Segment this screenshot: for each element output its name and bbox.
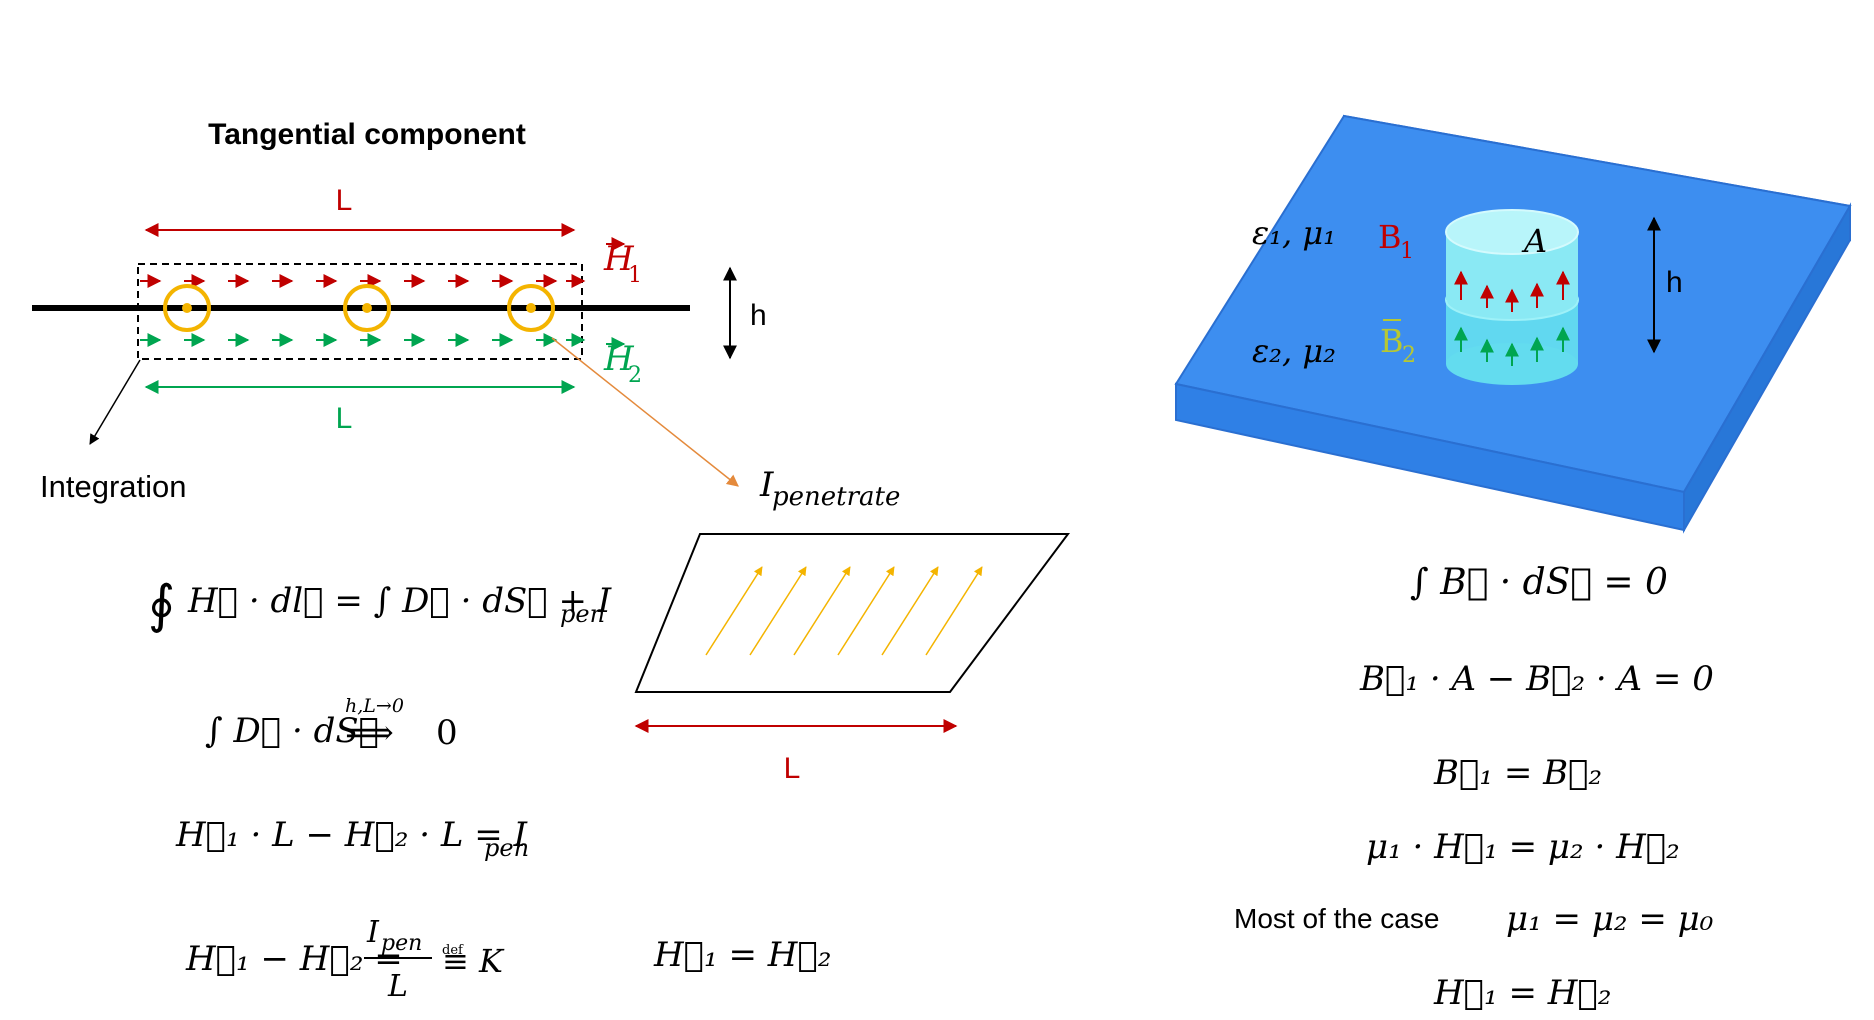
svg-text:L: L — [387, 969, 408, 1004]
svg-text:⟹: ⟹ — [345, 713, 394, 753]
svg-text:2: 2 — [1402, 343, 1416, 368]
i-penetrate-label: I penetrate — [759, 465, 900, 512]
current-dot-icon — [343, 284, 391, 332]
tangential-panel: Tangential component L — [32, 118, 1070, 1004]
h2-label: H 2 — [603, 337, 642, 388]
length-bottom-label: L — [336, 402, 353, 435]
displacement-limit-equation: ∫ D⃗ · dS⃗ h,L→0 ⟹ 0 — [205, 695, 458, 753]
most-case-label: Most of the case — [1234, 903, 1439, 934]
surface-current-equation: H⃗₁ − H⃗₂ = I pen L def ≡ K — [185, 915, 505, 1004]
b2-label: B 2 — [1380, 319, 1416, 368]
b1-label: B 1 — [1378, 218, 1414, 264]
current-dot-icon — [507, 284, 555, 332]
svg-text:I: I — [759, 465, 774, 505]
height-label: h — [750, 299, 767, 332]
svg-text:B: B — [1378, 218, 1402, 256]
svg-text:∮: ∮ — [148, 575, 175, 635]
sheet-length-label: L — [784, 752, 801, 785]
b1-field-arrows — [1454, 270, 1570, 312]
b2-field-arrows — [1454, 326, 1570, 366]
penetrate-current-arrows — [705, 566, 983, 656]
integration-pointer — [89, 359, 141, 445]
svg-text:H⃗ · dl⃗ = ∫ D⃗ · dS⃗ + I: H⃗ · dl⃗ = ∫ D⃗ · dS⃗ + I — [187, 581, 612, 621]
medium2-label: ε₂, μ₂ — [1252, 332, 1336, 370]
h1-label: H 1 — [603, 237, 642, 288]
loop-sum-equation: H⃗₁ · L − H⃗₂ · L = I pen — [175, 815, 529, 862]
surface-current-symbols — [163, 284, 555, 332]
panel-title: Tangential component — [208, 118, 526, 151]
current-sheet — [634, 533, 1070, 693]
slab-side-face — [1683, 202, 1851, 534]
medium1-label: ε₁, μ₁ — [1252, 214, 1336, 252]
gauss-magnetism-equation: ∫ B⃗ · dS⃗ = 0 — [1410, 562, 1668, 603]
integration-label: Integration — [40, 469, 187, 504]
penetrate-pointer — [551, 337, 739, 487]
normal-panel: ε₁, μ₁ ε₂, μ₂ B 1 B 2 A h ∫ B⃗ · dS⃗ = 0… — [1174, 114, 1852, 1013]
svg-text:pen: pen — [381, 931, 422, 956]
area-label: A — [1521, 222, 1547, 260]
ampere-law-equation: ∮ H⃗ · dl⃗ = ∫ D⃗ · dS⃗ + I pen — [148, 575, 612, 635]
integration-loop — [137, 263, 583, 360]
svg-text:0: 0 — [436, 713, 458, 753]
permeability-equation: μ₁ = μ₂ = μ₀ — [1506, 899, 1714, 939]
svg-text:1: 1 — [1400, 239, 1414, 264]
svg-text:def: def — [442, 943, 464, 958]
svg-text:h,L→0: h,L→0 — [345, 695, 404, 717]
svg-text:H⃗₁ · L − H⃗₂ · L = I: H⃗₁ · L − H⃗₂ · L = I — [175, 815, 528, 855]
pillbox-height-label: h — [1666, 266, 1683, 299]
svg-text:1: 1 — [628, 263, 642, 288]
svg-text:2: 2 — [628, 363, 642, 388]
no-current-equation: H⃗₁ = H⃗₂ — [653, 935, 831, 975]
svg-text:B: B — [1380, 322, 1404, 360]
svg-text:pen: pen — [484, 834, 529, 862]
svg-text:pen: pen — [560, 600, 605, 628]
svg-text:penetrate: penetrate — [772, 482, 900, 512]
current-dot-icon — [163, 284, 211, 332]
h-continuity-equation: H⃗₁ = H⃗₂ — [1433, 973, 1611, 1013]
length-top-label: L — [336, 184, 353, 217]
svg-text:I: I — [366, 915, 380, 950]
mu-h-equation: μ₁ · H⃗₁ = μ₂ · H⃗₂ — [1366, 827, 1680, 867]
svg-text:∫ D⃗ · dS⃗: ∫ D⃗ · dS⃗ — [205, 711, 379, 751]
flux-balance-equation: B⃗₁ · A − B⃗₂ · A = 0 — [1359, 659, 1714, 699]
b-continuity-equation: B⃗₁ = B⃗₂ — [1433, 753, 1602, 793]
svg-text:≡ K: ≡ K — [442, 942, 505, 980]
